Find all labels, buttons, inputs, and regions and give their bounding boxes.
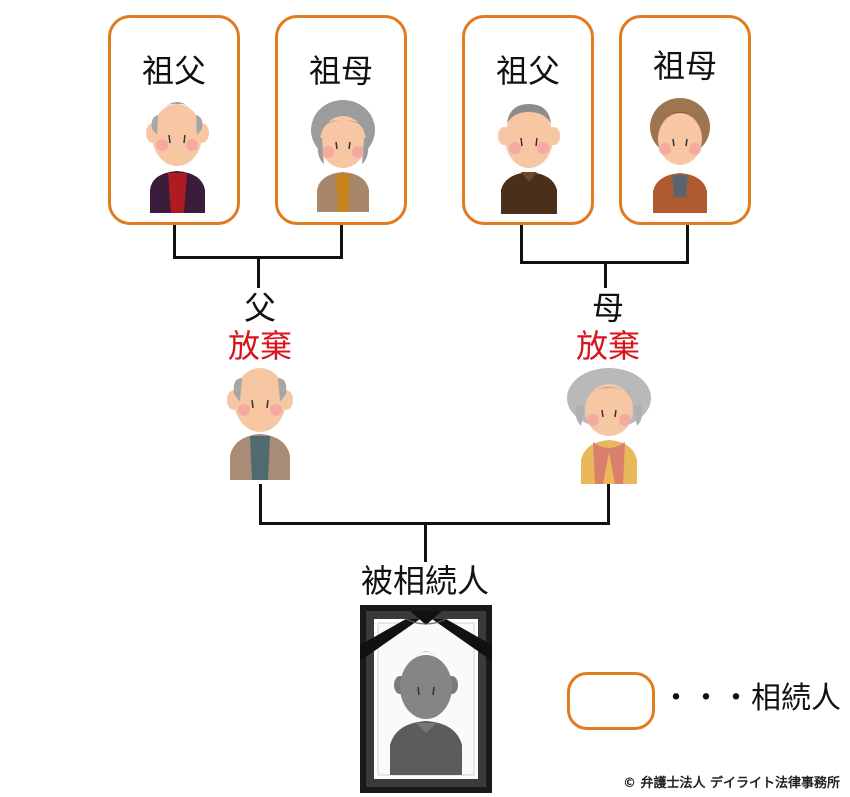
label-maternal-grandfather: 祖父: [495, 52, 560, 90]
status-father: 放棄: [227, 327, 292, 365]
grandfather-illustration: [498, 104, 560, 214]
legend-heir-box: [567, 672, 655, 730]
label-deceased: 被相続人: [360, 562, 489, 600]
label-mother: 母: [591, 289, 624, 327]
connector-line: [259, 522, 610, 525]
grandfather-illustration: [146, 102, 209, 213]
label-paternal-grandfather: 祖父: [141, 52, 206, 90]
connector-line: [173, 225, 176, 258]
status-mother: 放棄: [575, 327, 640, 365]
copyright: © 弁護士法人 デイライト法律事務所: [622, 776, 840, 791]
connector-line: [607, 484, 610, 524]
father-illustration: [227, 368, 293, 480]
mother-illustration: [567, 368, 651, 484]
label-maternal-grandmother: 祖母: [652, 47, 717, 85]
connector-line: [424, 522, 427, 562]
connector-line: [604, 261, 607, 288]
connector-line: [686, 225, 689, 263]
grandmother-illustration: [311, 100, 375, 212]
grandmother-illustration: [650, 98, 710, 213]
memorial-portrait: [360, 605, 492, 793]
connector-line: [257, 256, 260, 288]
legend-text: ・・・相続人: [661, 681, 841, 716]
connector-line: [259, 484, 262, 524]
connector-line: [340, 225, 343, 258]
label-father: 父: [243, 289, 276, 327]
label-paternal-grandmother: 祖母: [308, 52, 373, 90]
connector-line: [520, 225, 523, 263]
